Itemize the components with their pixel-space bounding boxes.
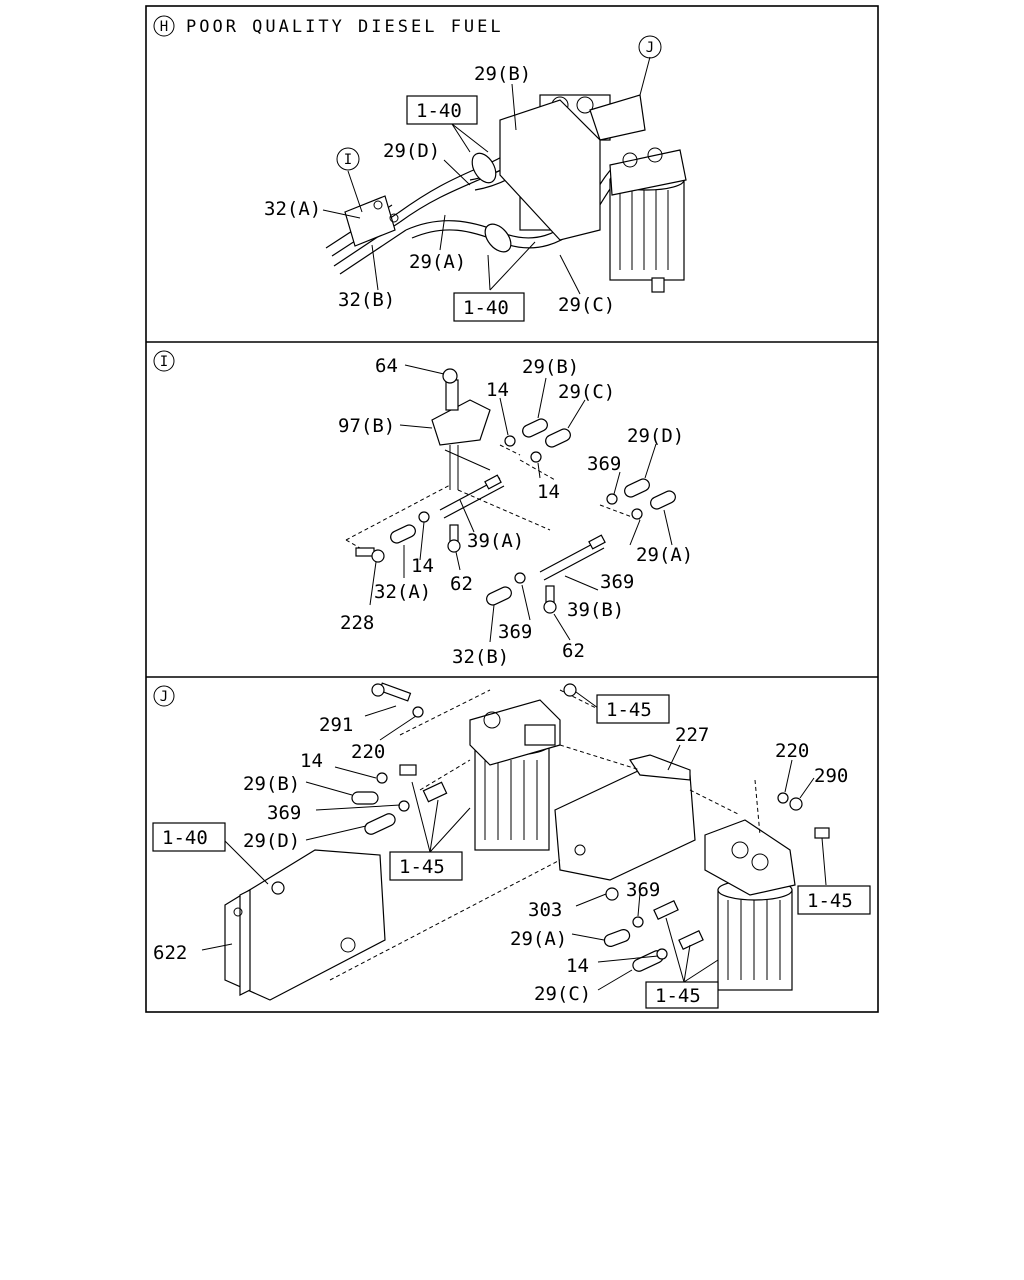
part-label: 29(D) <box>627 425 684 447</box>
callout-i: I <box>344 152 352 168</box>
part-label: 369 <box>600 571 634 593</box>
ref-label: 1-45 <box>399 856 445 878</box>
part-label: 14 <box>486 379 509 401</box>
part-label: 227 <box>675 724 709 746</box>
ref-label: 1-45 <box>606 699 652 721</box>
part-label: 29(C) <box>534 983 591 1005</box>
part-label: 39(A) <box>467 530 524 552</box>
diagram-frame <box>145 5 879 1013</box>
part-label: 369 <box>267 802 301 824</box>
part-label: 29(C) <box>558 381 615 403</box>
ref-box <box>389 851 463 881</box>
part-label: 291 <box>319 714 353 736</box>
ref-label: 1-45 <box>807 890 853 912</box>
part-label: 290 <box>814 765 848 787</box>
ref-box <box>406 95 478 125</box>
part-label: 62 <box>562 640 585 662</box>
part-label: 369 <box>626 879 660 901</box>
ref-box <box>645 981 719 1009</box>
part-label: 97(B) <box>338 415 395 437</box>
part-label: 29(B) <box>243 773 300 795</box>
part-label: 220 <box>775 740 809 762</box>
part-label: 62 <box>450 573 473 595</box>
section-marker-i <box>153 350 175 372</box>
part-label: 64 <box>375 355 398 377</box>
section-i: I <box>153 350 693 668</box>
ref-label: 1-40 <box>162 827 208 849</box>
part-label: 32(A) <box>374 581 431 603</box>
ref-box <box>453 292 525 322</box>
ref-label: 1-40 <box>463 297 509 319</box>
part-label: 14 <box>300 750 323 772</box>
section-j: J <box>152 682 871 1009</box>
part-label: 32(B) <box>452 646 509 668</box>
section-marker-j-letter: J <box>160 689 168 705</box>
part-label: 32(B) <box>338 289 395 311</box>
section-marker-i-letter: I <box>160 354 168 370</box>
part-label: 14 <box>537 481 560 503</box>
ref-label: 1-45 <box>655 985 701 1007</box>
fuel-line-assembly <box>325 94 687 293</box>
part-label: 14 <box>411 555 434 577</box>
ref-label: 1-40 <box>416 100 462 122</box>
part-label: 29(A) <box>409 251 466 273</box>
ref-box <box>797 885 871 915</box>
section-marker-h-letter: H <box>160 19 168 35</box>
part-label: 303 <box>528 899 562 921</box>
part-label: 622 <box>153 942 187 964</box>
part-label: 29(C) <box>558 294 615 316</box>
callout-circle <box>336 147 360 171</box>
section-h: H POOR QUALITY DIESEL FUEL <box>153 15 687 322</box>
part-label: 29(D) <box>243 830 300 852</box>
callout-j: J <box>646 40 654 56</box>
section-title: POOR QUALITY DIESEL FUEL <box>186 17 504 37</box>
section-marker-h <box>153 15 175 37</box>
part-label: 14 <box>566 955 589 977</box>
part-label: 29(B) <box>522 356 579 378</box>
part-label: 369 <box>587 453 621 475</box>
callout-circle <box>638 35 662 59</box>
part-label: 39(B) <box>567 599 624 621</box>
section-marker-j <box>153 685 175 707</box>
part-label: 32(A) <box>264 198 321 220</box>
part-label: 29(A) <box>510 928 567 950</box>
part-label: 369 <box>498 621 532 643</box>
ref-box <box>152 822 226 852</box>
part-label: 29(B) <box>474 63 531 85</box>
part-label: 29(A) <box>636 544 693 566</box>
ref-box <box>596 694 670 724</box>
part-label: 228 <box>340 612 374 634</box>
part-label: 29(D) <box>383 140 440 162</box>
part-label: 220 <box>351 741 385 763</box>
